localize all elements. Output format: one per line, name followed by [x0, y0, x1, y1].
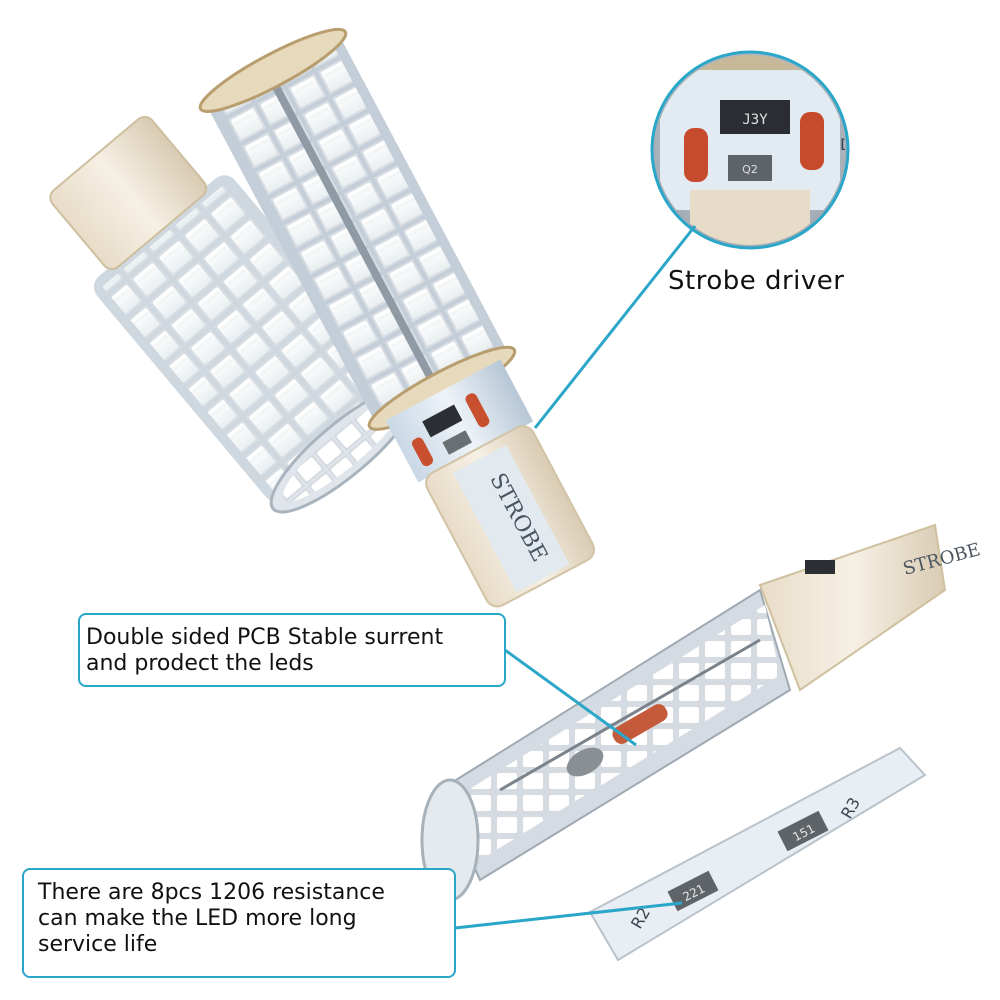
resistor-q2-label: Q2: [742, 163, 758, 176]
resistance-callout-line1: There are 8pcs 1206 resistance: [38, 880, 385, 905]
resistance-leader-line: [454, 901, 683, 930]
resistor-strip: 221 151 R2 R3: [588, 746, 927, 962]
chip-label: J3Y: [742, 112, 768, 128]
pcb-callout: Double sided PCB Stable surrent and prod…: [78, 613, 506, 687]
pcb-callout-line2: and prodect the leds: [86, 651, 314, 676]
bulb-left: [49, 115, 418, 514]
zoom-circle: J3Y Q2 D: [533, 50, 852, 429]
strobe-driver-label: Strobe driver: [668, 266, 845, 296]
pcb-leader-line: [504, 648, 637, 747]
resistance-callout-line2: can make the LED more long: [38, 906, 357, 931]
marker-d: D: [840, 135, 852, 154]
resistance-callout: There are 8pcs 1206 resistance can make …: [22, 868, 456, 978]
pcb-callout-line1: Double sided PCB Stable surrent: [86, 625, 444, 650]
resistance-callout-line3: service life: [38, 932, 158, 957]
bulb-front: STROBE: [198, 27, 596, 608]
